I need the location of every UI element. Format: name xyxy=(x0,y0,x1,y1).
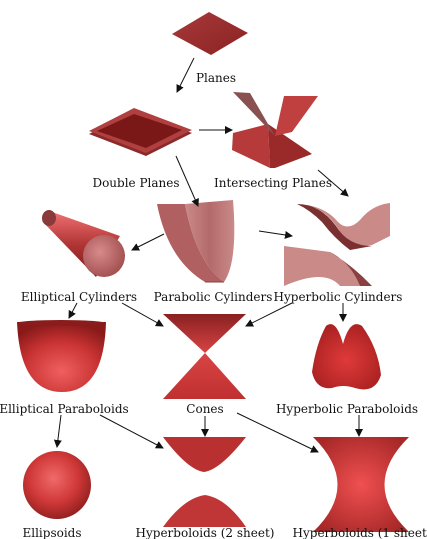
cones-shape xyxy=(163,314,246,399)
arrow-planes xyxy=(176,57,195,93)
label-elliptical-paraboloids: Elliptical Paraboloids xyxy=(0,402,129,416)
plane-shape xyxy=(172,12,248,55)
double-planes-shape xyxy=(89,108,192,156)
label-ellipsoids: Ellipsoids xyxy=(22,526,82,539)
arrow-hypcyl-to-cones xyxy=(245,302,293,327)
elliptical-cylinder-shape xyxy=(42,210,125,277)
hyperbolic-cylinder-shape xyxy=(284,203,390,286)
label-hyperbolic-cylinders: Hyperbolic Cylinders xyxy=(273,290,403,304)
arrow-parabolic-to-elliptical-cyl xyxy=(131,233,165,251)
label-hyperboloids-2-sheet: Hyperboloids (2 sheet) xyxy=(135,526,275,539)
arrow-ellpar-to-ellipsoids xyxy=(53,414,62,448)
label-planes: Planes xyxy=(195,71,237,85)
label-parabolic-cylinders: Parabolic Cylinders xyxy=(153,290,273,304)
label-elliptical-cylinders: Elliptical Cylinders xyxy=(20,290,138,304)
hyperboloid-one-sheet-shape xyxy=(313,437,409,532)
elliptical-paraboloid-shape xyxy=(17,320,106,392)
label-hyperbolic-paraboloids: Hyperbolic Paraboloids xyxy=(275,402,419,416)
arrow-ellcyl-to-cones xyxy=(121,302,164,327)
label-intersecting-planes: Intersecting Planes xyxy=(213,176,333,190)
arrow-intersecting-to-hyperbolic xyxy=(317,169,349,197)
arrow-parabolic-to-hyperbolic-cyl xyxy=(258,230,293,239)
arrow-ellpar-to-hyp2 xyxy=(99,414,164,449)
arrow-double-to-parabolic xyxy=(175,155,199,207)
label-hyperboloids-1-sheet: Hyperboloids (1 sheet) xyxy=(292,526,427,539)
label-double-planes: Double Planes xyxy=(92,176,180,190)
hyperbolic-paraboloid-shape xyxy=(312,324,381,390)
arrow-ellcyl-to-ellpar xyxy=(68,302,78,319)
arrow-cones-to-hyp1 xyxy=(236,412,319,453)
label-cones: Cones xyxy=(186,402,224,416)
ellipsoid-shape xyxy=(23,451,91,519)
arrows xyxy=(53,57,363,453)
intersecting-planes-shape xyxy=(232,92,318,168)
hyperboloid-two-sheet-shape xyxy=(163,437,246,527)
parabolic-cylinder-shape xyxy=(157,200,235,283)
